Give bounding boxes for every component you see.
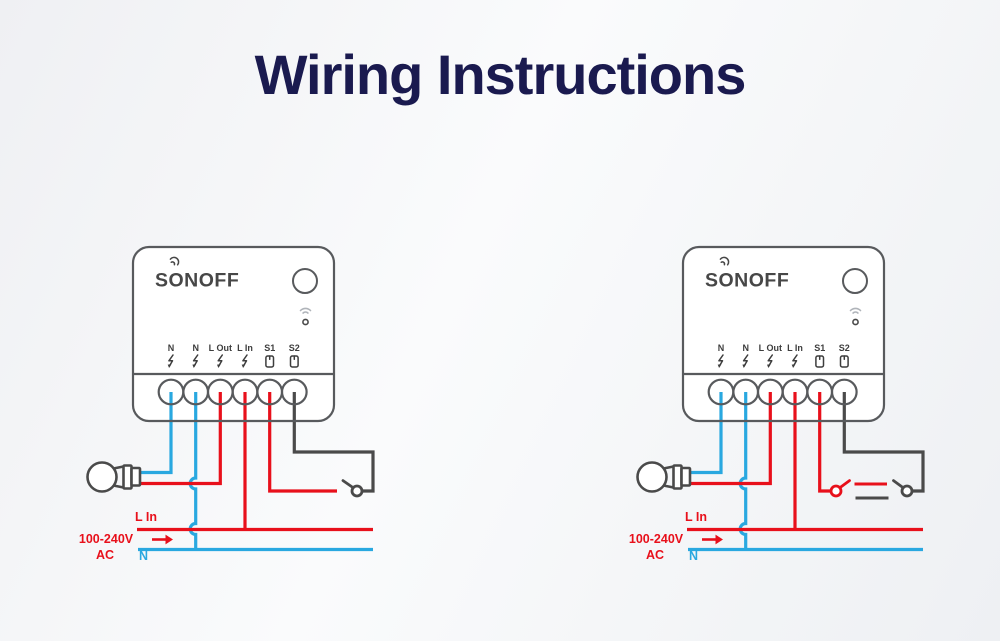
s1-wire	[818, 392, 831, 493]
smart-switch-body	[133, 247, 334, 421]
voltage-label: 100-240V	[629, 532, 684, 546]
ac-label: AC	[96, 548, 114, 562]
terminal-label-s1: S1	[814, 343, 825, 353]
brand-logo: SONOFF	[705, 270, 789, 292]
terminal-circles	[157, 378, 308, 406]
live-out-wire	[690, 392, 772, 486]
s1-switch-lever	[838, 479, 851, 489]
two-way-external-switch	[829, 479, 914, 500]
lightning-icon	[742, 354, 749, 368]
terminal-label-n1: N	[718, 343, 725, 353]
smart-switch-outline	[131, 245, 336, 423]
neutral-wire-to-bulb	[140, 392, 173, 475]
neutral-label: N	[139, 549, 148, 563]
terminal-label-lout: L Out	[209, 343, 232, 353]
terminal-s2	[830, 378, 858, 406]
switch-pivot	[350, 484, 364, 498]
terminal-label-lin: L In	[237, 343, 253, 353]
s2-wire	[842, 392, 925, 493]
lightning-icon	[217, 354, 224, 368]
terminal-label-lout: L Out	[759, 343, 782, 353]
s2-switch-pivot	[900, 484, 914, 498]
neutral-wire-to-bus	[738, 392, 748, 550]
page-title: Wiring Instructions	[254, 43, 747, 106]
diagram-svg: N N L Out L In S1 S2 SONOFF L In	[629, 245, 925, 563]
terminal-circles	[707, 378, 858, 406]
terminal-label-s2: S2	[289, 343, 300, 353]
switch-lever	[341, 479, 355, 489]
neutral-wire-to-bulb	[690, 392, 723, 475]
wifi-indicator-icon	[299, 307, 312, 314]
line-in-label: L In	[135, 510, 157, 524]
voltage-label: 100-240V	[79, 532, 134, 546]
brand-wifi-icon	[719, 256, 730, 266]
wiring-diagram-single-switch: N N L Out L In S1 S2 SONOFF L In	[60, 240, 400, 580]
lightning-icon	[167, 354, 174, 368]
wiring-diagram-two-way-switch: N N L Out L In S1 S2 SONOFF L In	[610, 240, 950, 580]
terminal-s2	[280, 378, 308, 406]
neutral-label: N	[689, 549, 698, 563]
terminal-label-s1: S1	[264, 343, 275, 353]
s2-wire	[292, 392, 375, 493]
led-indicator	[852, 318, 859, 326]
terminal-label-s2: S2	[839, 343, 850, 353]
smart-switch-outline	[681, 245, 886, 423]
ac-label: AC	[646, 548, 664, 562]
terminal-label-n1: N	[168, 343, 175, 353]
pairing-button	[292, 268, 318, 294]
terminal-label-n2: N	[192, 343, 199, 353]
diagram-svg: N N L Out L In S1 S2 SONOFF L In	[79, 245, 375, 563]
brand-logo: SONOFF	[155, 270, 239, 292]
lightning-icon	[241, 354, 248, 368]
terminal-label-lin: L In	[787, 343, 803, 353]
light-bulb	[86, 461, 142, 493]
lightning-icon	[767, 354, 774, 368]
terminal-label-n2: N	[742, 343, 749, 353]
power-flow-arrow-icon	[152, 534, 173, 545]
lightning-icon	[192, 354, 199, 368]
external-switch	[341, 479, 364, 498]
pairing-button	[842, 268, 868, 294]
dry-contact-icon	[839, 355, 849, 368]
power-flow-arrow-icon	[702, 534, 723, 545]
live-out-wire	[140, 392, 222, 486]
light-bulb	[636, 461, 692, 493]
s2-switch-lever	[892, 479, 905, 489]
s1-switch-pivot	[829, 484, 843, 498]
s1-wire	[268, 392, 337, 493]
wifi-indicator-icon	[849, 307, 862, 314]
line-in-label: L In	[685, 510, 707, 524]
dry-contact-icon	[265, 355, 275, 368]
smart-switch-body	[683, 247, 884, 421]
lightning-icon	[791, 354, 798, 368]
dry-contact-icon	[289, 355, 299, 368]
dry-contact-icon	[815, 355, 825, 368]
led-indicator	[302, 318, 309, 326]
brand-wifi-icon	[169, 256, 180, 266]
lightning-icon	[717, 354, 724, 368]
neutral-wire-to-bus	[188, 392, 198, 550]
